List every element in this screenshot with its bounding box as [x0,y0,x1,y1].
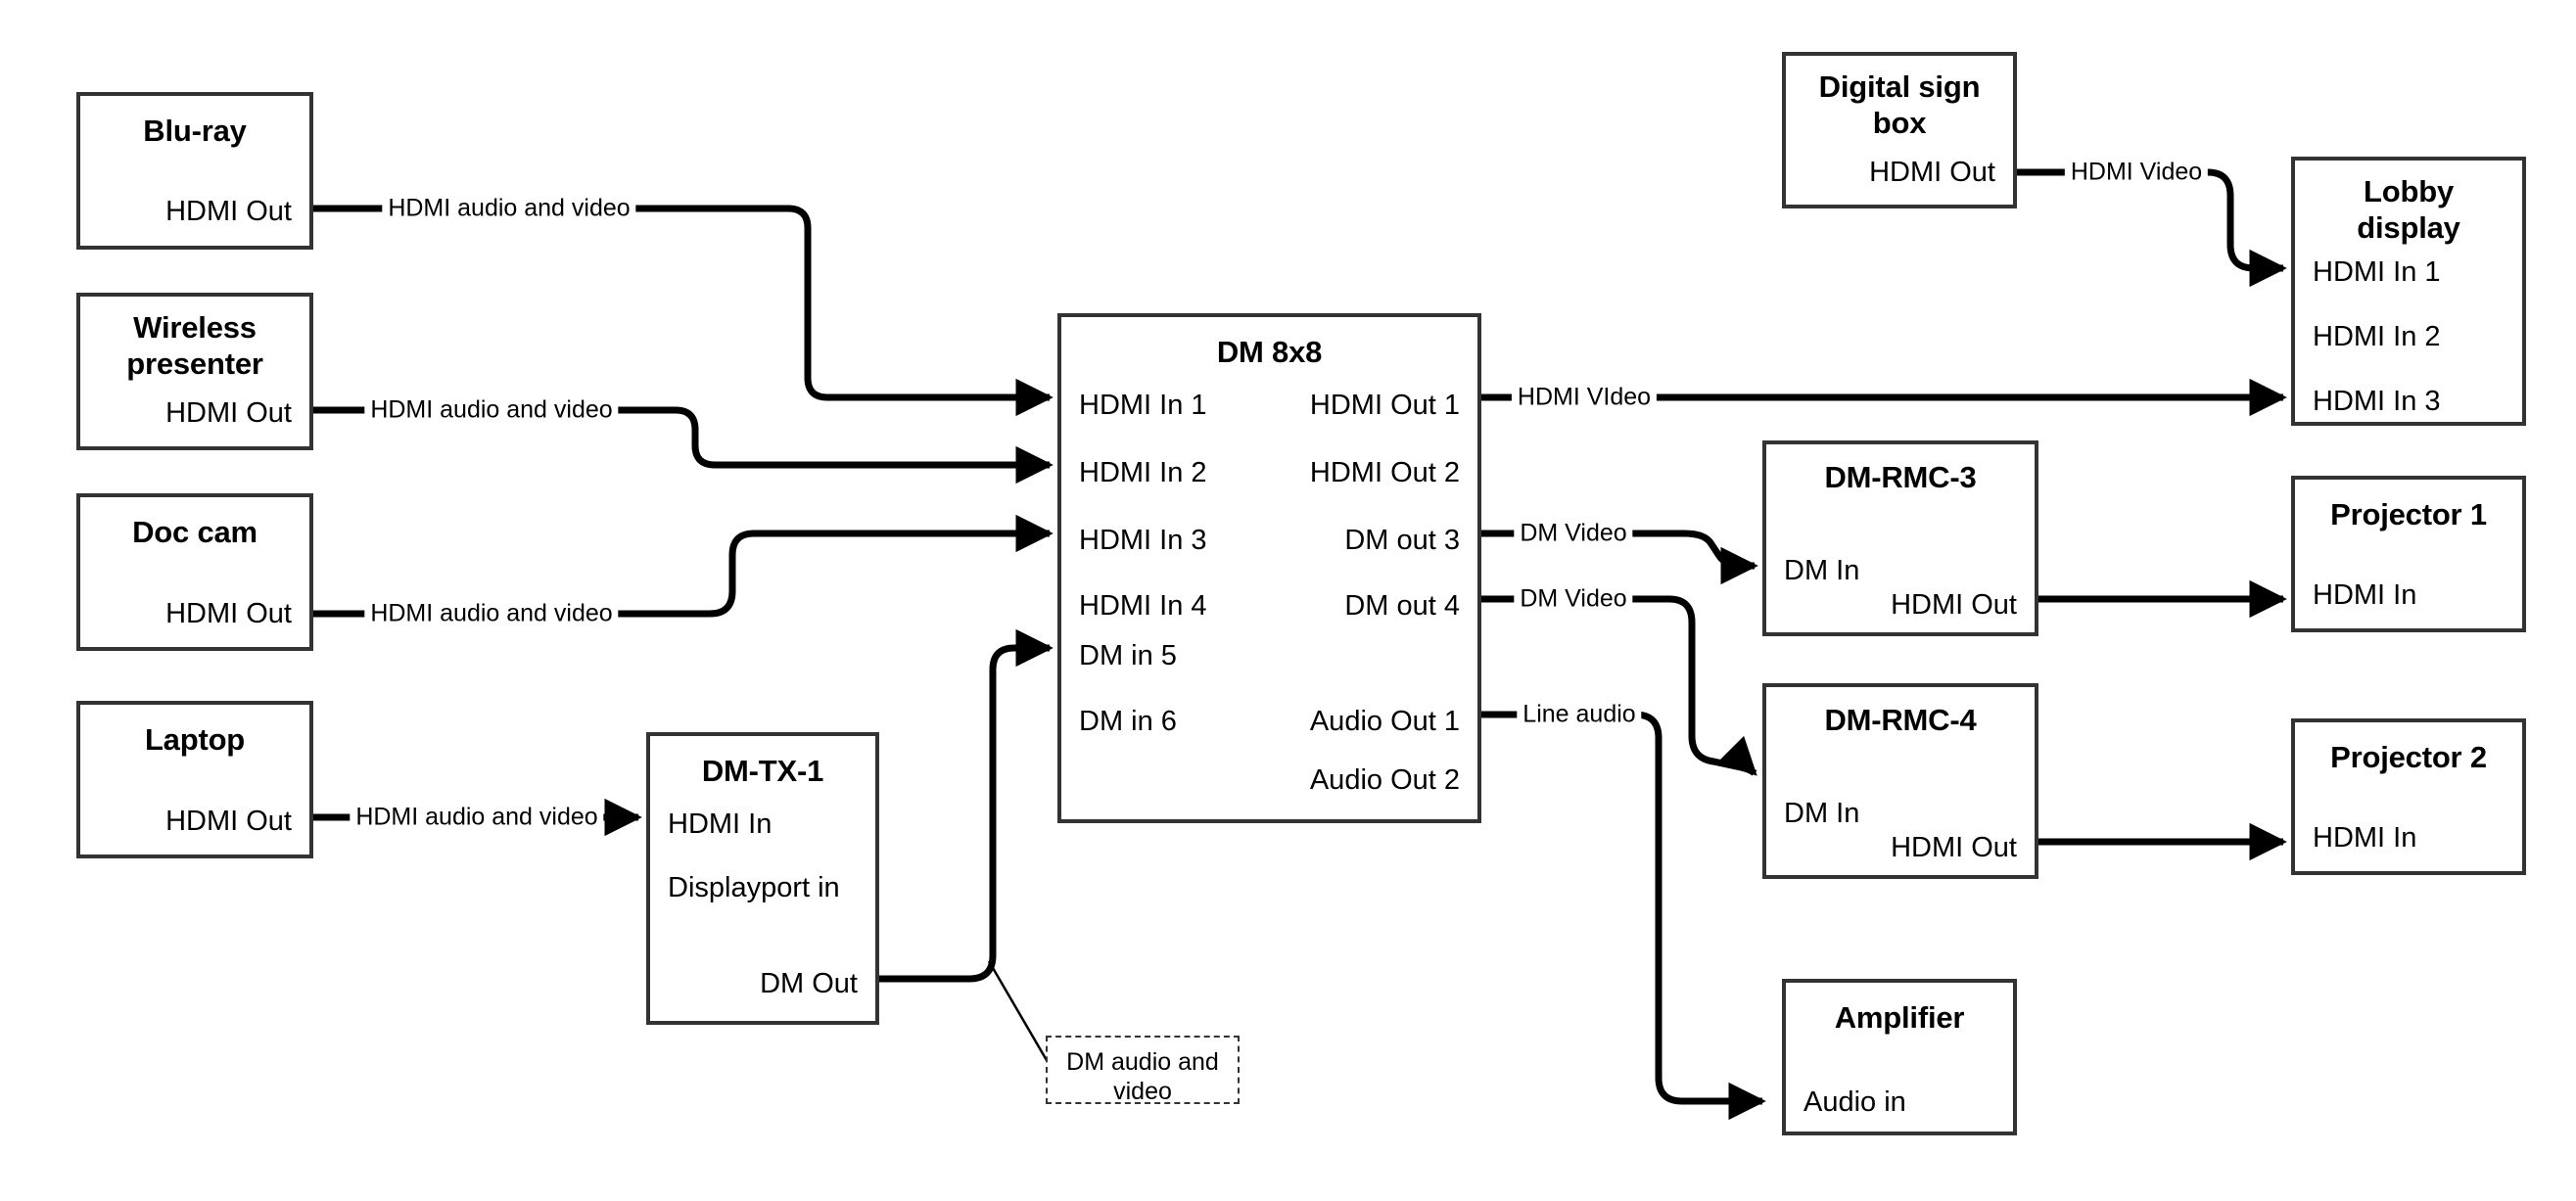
node-laptop-port-hdmi-out[interactable]: HDMI Out [165,806,292,837]
node-dm-tx-1-title: DM-TX-1 [701,754,824,788]
node-dm-8x8-input-3[interactable]: HDMI In 3 [1079,525,1207,556]
node-lobby-display-title: Lobby display [2357,174,2460,245]
wire-dmtx1-to-dm8x8-dm-in-5 [879,628,1054,983]
wire-dm8x8-dmout4-to-dmrmc4 [1481,595,1757,776]
node-dm-8x8-output-4[interactable]: DM out 4 [1344,590,1460,622]
node-digital-sign-box-title: Digital sign box [1818,69,1981,140]
node-dm-8x8-output-5[interactable]: Audio Out 1 [1309,706,1460,737]
node-blu-ray-title: Blu-ray [143,114,247,148]
node-dm-rmc-3-title: DM-RMC-3 [1824,460,1977,494]
leader-line-dm-note [987,960,1050,1063]
node-digital-sign-box[interactable]: Digital sign box HDMI Out [1782,52,2017,208]
note-dm-audio-and-video: DM audio and video [1046,1036,1240,1105]
node-projector-1-port-hdmi-in[interactable]: HDMI In [2313,579,2417,611]
node-doc-cam[interactable]: Doc cam HDMI Out [76,493,313,651]
node-amplifier-port-audio-in[interactable]: Audio in [1803,1086,1906,1118]
node-lobby-display-input-3[interactable]: HDMI In 3 [2313,386,2441,417]
node-projector-1-title: Projector 1 [2330,497,2487,531]
node-lobby-display-input-2[interactable]: HDMI In 2 [2313,321,2441,352]
wire-label-laptop-to-dmtx1: HDMI audio and video [350,805,604,830]
node-doc-cam-title: Doc cam [132,515,258,549]
node-dm-8x8-input-1[interactable]: HDMI In 1 [1079,390,1207,421]
node-projector-2-title: Projector 2 [2330,740,2487,774]
wire-label-wireless-to-dm: HDMI audio and video [364,397,619,423]
node-dm-rmc-3-port-dm-in[interactable]: DM In [1784,555,1860,586]
node-laptop[interactable]: Laptop HDMI Out [76,701,313,858]
node-dm-8x8-output-2[interactable]: HDMI Out 2 [1309,457,1460,488]
node-dm-8x8-input-6[interactable]: DM in 6 [1079,706,1177,737]
node-dm-rmc-3[interactable]: DM-RMC-3 DM In HDMI Out [1762,440,2038,636]
wire-bluray-to-dm8x8-hdmi-in-1 [313,205,1054,417]
node-dm-rmc-4-port-dm-in[interactable]: DM In [1784,798,1860,829]
node-dm-8x8-output-3[interactable]: DM out 3 [1344,525,1460,556]
node-wireless-presenter-port-hdmi-out[interactable]: HDMI Out [165,397,292,429]
wire-label-bluray-to-dm: HDMI audio and video [382,196,636,221]
node-dm-rmc-4-title: DM-RMC-4 [1824,703,1977,737]
node-digital-sign-box-port-hdmi-out[interactable]: HDMI Out [1869,157,1995,188]
note-dm-audio-and-video-text: DM audio and video [1066,1048,1219,1105]
node-dm-rmc-3-port-hdmi-out[interactable]: HDMI Out [1891,589,2017,621]
node-dm-8x8-input-5[interactable]: DM in 5 [1079,640,1177,671]
node-dm-8x8-output-6[interactable]: Audio Out 2 [1309,764,1460,796]
node-dm-8x8-output-1[interactable]: HDMI Out 1 [1309,390,1460,421]
wire-label-doccam-to-dm: HDMI audio and video [364,601,619,626]
node-dm-rmc-4-port-hdmi-out[interactable]: HDMI Out [1891,832,2017,863]
wire-label-dm-out4-rmc4: DM Video [1514,586,1633,612]
node-amplifier-title: Amplifier [1834,1000,1965,1035]
node-laptop-title: Laptop [144,722,246,757]
node-dm-8x8[interactable]: DM 8x8 HDMI In 1 HDMI In 2 HDMI In 3 HDM… [1057,313,1481,823]
node-dm-rmc-4[interactable]: DM-RMC-4 DM In HDMI Out [1762,683,2038,879]
node-doc-cam-port-hdmi-out[interactable]: HDMI Out [165,598,292,629]
node-amplifier[interactable]: Amplifier Audio in [1782,979,2017,1135]
node-dm-8x8-input-2[interactable]: HDMI In 2 [1079,457,1207,488]
node-lobby-display-input-1[interactable]: HDMI In 1 [2313,256,2441,288]
node-projector-1[interactable]: Projector 1 HDMI In [2291,476,2526,632]
wire-label-dm-audio-amp: Line audio [1517,702,1642,727]
node-blu-ray[interactable]: Blu-ray HDMI Out [76,92,313,250]
node-projector-2-port-hdmi-in[interactable]: HDMI In [2313,822,2417,854]
node-wireless-presenter-title: Wireless presenter [126,310,263,381]
wire-label-dm-out3-rmc3: DM Video [1514,521,1633,546]
wire-label-sign-to-lobby: HDMI Video [2064,160,2209,185]
node-lobby-display[interactable]: Lobby display HDMI In 1 HDMI In 2 HDMI I… [2291,157,2526,426]
node-dm-tx-1-port-displayport-in[interactable]: Displayport in [668,872,840,903]
node-dm-tx-1-port-hdmi-in[interactable]: HDMI In [668,808,773,840]
node-dm-8x8-input-4[interactable]: HDMI In 4 [1079,590,1207,622]
node-dm-tx-1[interactable]: DM-TX-1 HDMI In Displayport in DM Out [646,732,879,1025]
wire-digitalsign-to-lobby-hdmi-in-1 [2017,168,2287,288]
node-blu-ray-port-hdmi-out[interactable]: HDMI Out [165,196,292,227]
wire-label-dm-hdmiout1-lobby: HDMI VIdeo [1511,385,1658,410]
node-projector-2[interactable]: Projector 2 HDMI In [2291,718,2526,875]
wire-dm8x8-audioout1-to-amplifier [1481,711,1766,1121]
node-wireless-presenter[interactable]: Wireless presenter HDMI Out [76,293,313,450]
node-dm-tx-1-port-dm-out[interactable]: DM Out [760,968,858,999]
node-dm-8x8-title: DM 8x8 [1216,335,1323,369]
